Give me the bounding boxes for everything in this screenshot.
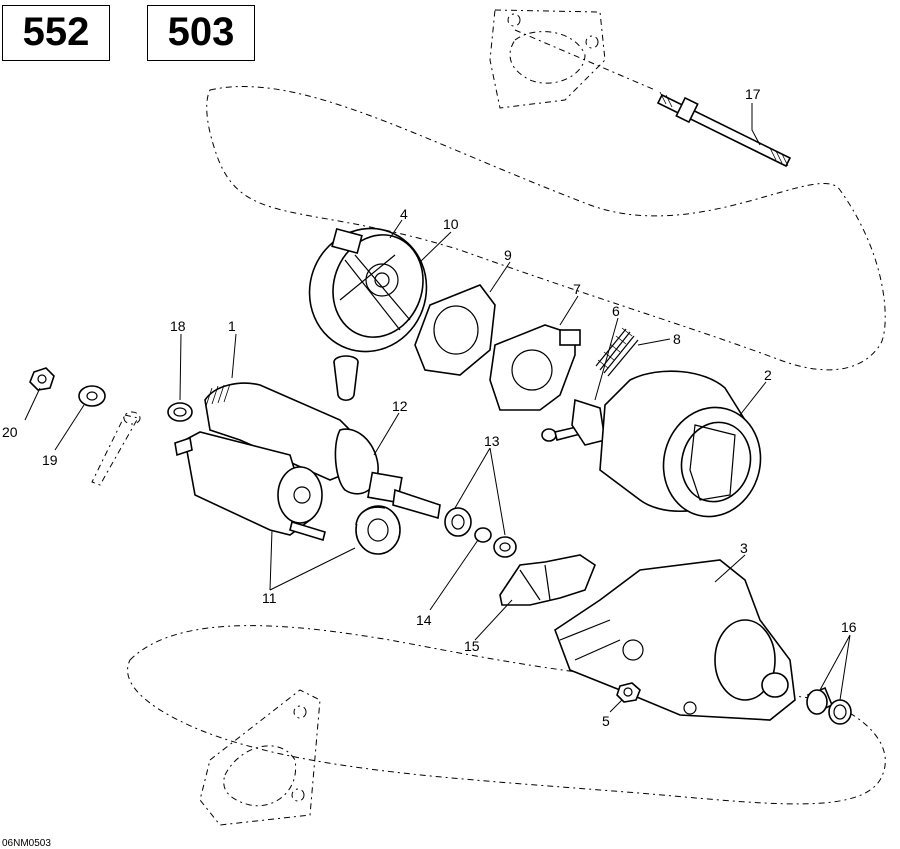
callout-2: 2	[764, 367, 772, 383]
callout-11: 11	[262, 590, 277, 606]
part-stud	[656, 91, 792, 168]
callout-13: 13	[484, 433, 500, 449]
part-fork-lever	[499, 554, 596, 606]
part-terminal	[541, 398, 606, 446]
callout-20: 20	[2, 424, 18, 440]
callouts: 17 4 10 9 7 6 8 2 1 18 12 13 3 11 14 15 …	[2, 86, 857, 729]
callout-8: 8	[673, 331, 681, 347]
callout-7: 7	[573, 281, 581, 297]
callout-1: 1	[228, 318, 236, 334]
part-washer-19	[78, 385, 106, 407]
part-bushing-16a	[806, 686, 834, 715]
phantom-outline-bottom	[127, 625, 886, 826]
leader-lines	[24, 103, 851, 713]
callout-4: 4	[400, 206, 408, 222]
part-ring-13a	[444, 507, 472, 537]
callout-6: 6	[612, 303, 620, 319]
callout-16: 16	[841, 619, 857, 635]
part-nut-20	[29, 367, 55, 391]
callout-17: 17	[745, 86, 761, 102]
callout-19: 19	[42, 452, 58, 468]
part-ring-13b	[493, 536, 517, 558]
part-field-housing	[599, 370, 762, 518]
callout-5: 5	[602, 713, 610, 729]
callout-3: 3	[740, 540, 748, 556]
part-bushing-16b	[828, 699, 852, 725]
part-brush-holder	[489, 324, 581, 411]
part-spring	[595, 327, 639, 377]
part-nut-18	[167, 402, 193, 422]
part-ring-14	[474, 527, 492, 543]
part-end-cap	[308, 227, 428, 353]
part-starter-motor	[174, 382, 441, 542]
drawing-code: 06NM0503	[2, 838, 51, 849]
callout-9: 9	[504, 247, 512, 263]
part-nut-5	[616, 682, 641, 703]
part-bushing	[333, 355, 359, 402]
phantom-outline-top	[489, 9, 656, 109]
callout-12: 12	[392, 398, 408, 414]
part-bolt-phantom	[91, 411, 141, 486]
phantom-outline-big-top	[206, 86, 886, 371]
part-pinion	[355, 505, 401, 555]
part-gasket	[414, 284, 496, 376]
callout-18: 18	[170, 318, 186, 334]
callout-14: 14	[416, 612, 432, 628]
model-badge-552: 552	[2, 5, 110, 61]
model-badge-503: 503	[147, 5, 255, 61]
callout-15: 15	[464, 638, 480, 654]
part-drive-housing	[554, 559, 796, 721]
callout-10: 10	[443, 216, 459, 232]
